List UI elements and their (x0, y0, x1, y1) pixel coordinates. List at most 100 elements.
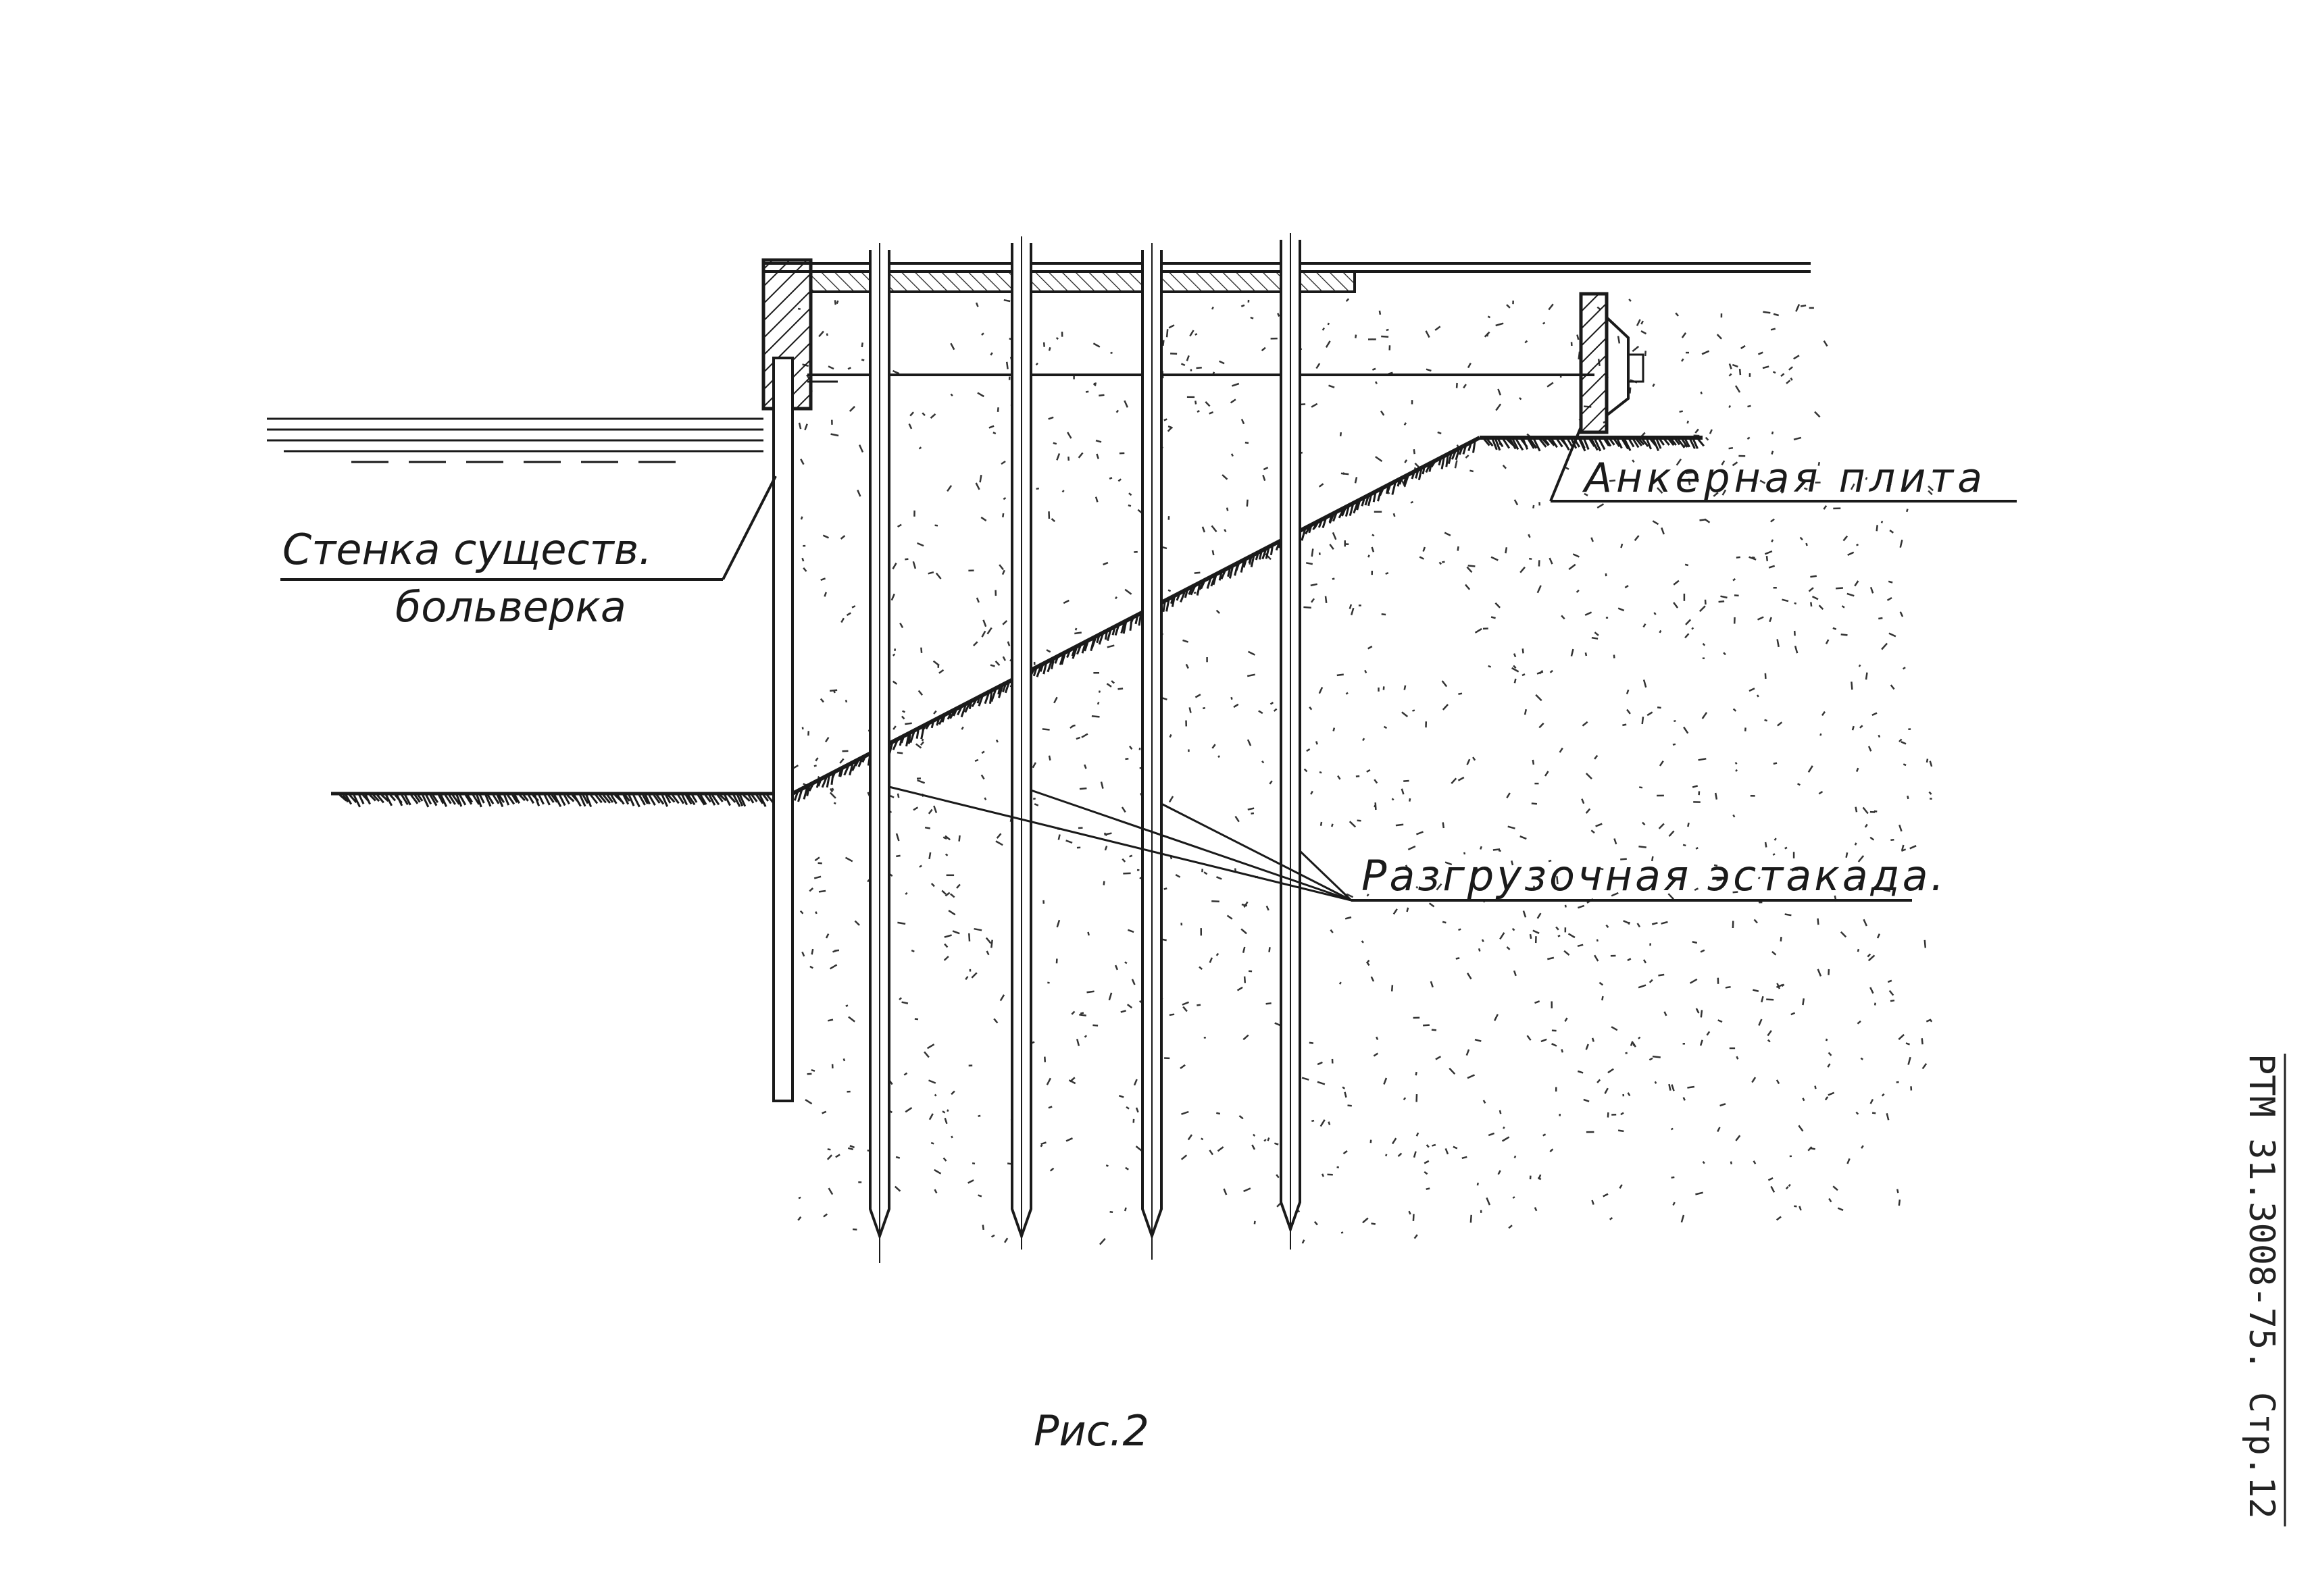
soil-dot (822, 534, 830, 539)
soil-dot (1888, 632, 1896, 638)
soil-dot (1115, 409, 1120, 413)
soil-dot (944, 943, 949, 948)
hatch-tick (1462, 445, 1467, 455)
soil-dot (1211, 550, 1215, 556)
soil-dot (1380, 410, 1385, 416)
soil-dot (1585, 1044, 1589, 1050)
hatch-tick (345, 794, 353, 805)
soil-dot (1864, 823, 1868, 828)
soil-dot (1652, 1055, 1661, 1058)
soil-dot (1435, 1056, 1442, 1060)
soil-dot (1548, 859, 1552, 863)
soil-dot (1366, 894, 1369, 897)
soil-dot (901, 715, 905, 720)
soil-dot (1376, 1036, 1379, 1040)
hatch-tick (1425, 464, 1431, 473)
soil-dot (1818, 790, 1823, 795)
soil-dot (1424, 1170, 1428, 1175)
soil-dot (1361, 940, 1364, 944)
overpass-pile (1011, 236, 1032, 1250)
soil-dot (917, 779, 926, 784)
soil-dot (934, 1189, 938, 1193)
soil-dot (1061, 490, 1065, 493)
soil-dot (1124, 1207, 1127, 1212)
hatch-tick (1399, 478, 1403, 485)
soil-dot (1898, 1033, 1905, 1040)
soil-dot (1788, 1183, 1791, 1187)
soil-dot (1167, 426, 1173, 429)
soil-dot (1699, 519, 1706, 521)
hatch-tick (736, 794, 744, 806)
hatch-tick (839, 767, 844, 777)
soil-dot (1365, 960, 1370, 964)
soil-dot (1251, 812, 1255, 815)
soil-dot (848, 1016, 855, 1023)
hatch-tick (1227, 568, 1231, 577)
soil-dot (1511, 860, 1514, 866)
soil-dot (1108, 992, 1113, 1001)
hatch-tick (1328, 513, 1335, 524)
soil-dot (1642, 821, 1646, 826)
bulkhead-wall-label: Стенка существ. больверка (280, 475, 777, 632)
hatch-tick (1054, 656, 1059, 664)
soil-dot (1620, 543, 1624, 548)
soil-dot (1594, 754, 1599, 760)
soil-dot (1736, 556, 1740, 559)
soil-dot (1242, 1034, 1249, 1041)
hatch-tick (472, 794, 480, 805)
soil-dot (1135, 1107, 1139, 1113)
hatch-tick (681, 794, 688, 806)
soil-dot (822, 1110, 827, 1114)
soil-dot (1524, 709, 1528, 715)
soil-dot (1201, 1137, 1204, 1141)
soil-dot (1355, 334, 1357, 338)
soil-dot (1170, 353, 1178, 355)
soil-dot (933, 805, 938, 813)
soil-dot (1547, 956, 1555, 960)
hatch-tick (762, 794, 770, 802)
soil-dot (1640, 330, 1647, 335)
soil-dot (1492, 848, 1501, 851)
soil-dot (945, 853, 949, 856)
soil-dot (861, 342, 863, 348)
soil-dot (1339, 432, 1342, 437)
soil-dot (1476, 867, 1478, 871)
soil-dot (1128, 504, 1132, 507)
soil-dot (1342, 1086, 1346, 1089)
soil-dot (1620, 858, 1627, 860)
soil-dot (1301, 1239, 1305, 1244)
soil-dot (1634, 535, 1640, 542)
soil-dot (1404, 459, 1408, 463)
soil-dot (1837, 1207, 1844, 1211)
hatch-tick (1341, 507, 1347, 517)
hatch-tick (719, 794, 727, 802)
hatch-tick (907, 732, 911, 744)
hatch-tick (677, 794, 684, 804)
soil-dot (1808, 587, 1814, 592)
wall-label-line1: Стенка существ. (282, 525, 652, 574)
soil-dot (1306, 748, 1311, 752)
soil-dot (903, 1072, 908, 1076)
soil-dot (1828, 1198, 1832, 1203)
soil-dot (1770, 1185, 1776, 1193)
soil-dot (1261, 760, 1265, 764)
hatch-tick (803, 787, 809, 800)
hatch-tick (1184, 590, 1188, 598)
hatch-tick (1556, 438, 1563, 448)
soil-dot (1498, 849, 1501, 852)
soil-dot (1888, 989, 1894, 996)
soil-dot (1230, 453, 1234, 457)
soil-dot (1076, 1038, 1080, 1046)
hatch-tick (358, 794, 365, 804)
hatch-tick (1196, 584, 1201, 596)
soil-dot (1056, 919, 1061, 928)
soil-dot (1780, 491, 1784, 494)
soil-dot (897, 921, 906, 925)
soil-dot (1371, 546, 1375, 552)
soil-dot (892, 725, 897, 730)
soil-dot (978, 1194, 982, 1198)
soil-dot (1098, 690, 1101, 693)
soil-dot (1572, 553, 1580, 558)
soil-dot (1548, 303, 1554, 311)
soil-dot (1300, 403, 1306, 406)
